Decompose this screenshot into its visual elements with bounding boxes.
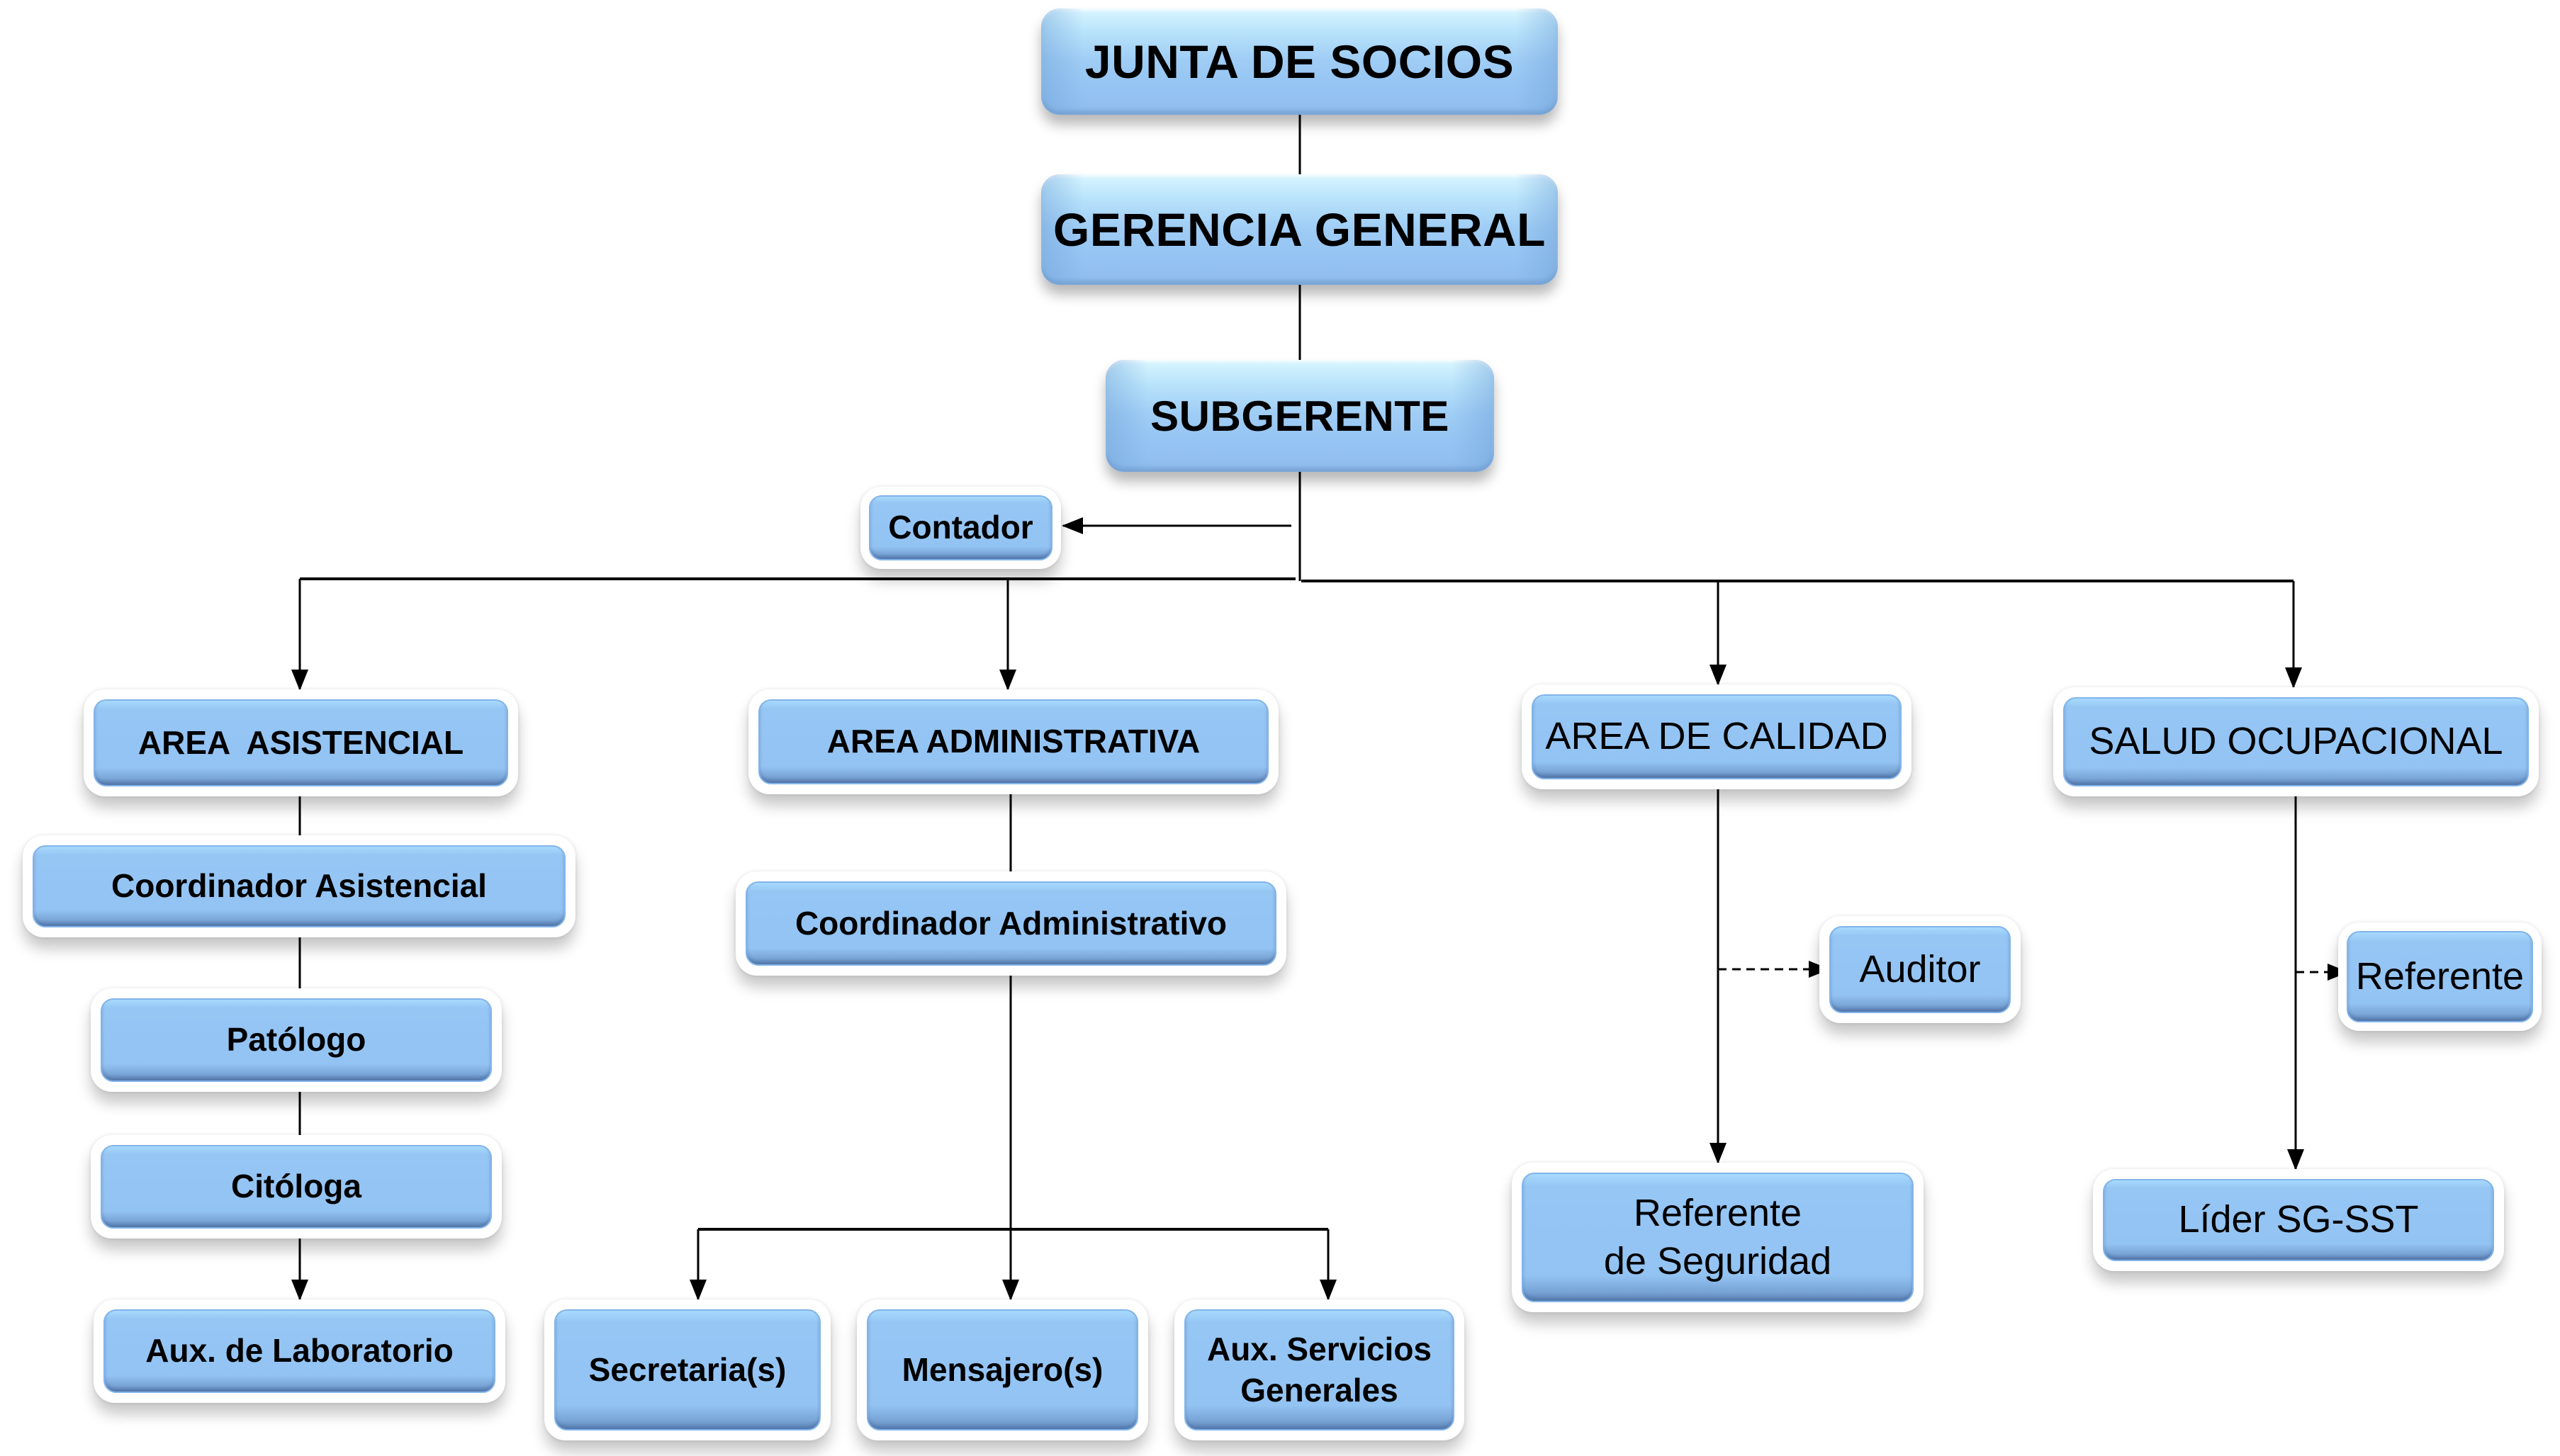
- node-label: Patólogo: [226, 1021, 366, 1059]
- node-label: Líder SG-SST: [2178, 1198, 2419, 1241]
- node-box: Aux. Servicios Generales: [1184, 1309, 1454, 1430]
- node-referente-de-seguridad[interactable]: Referente de Seguridad: [1512, 1163, 1924, 1312]
- node-box: Mensajero(s): [867, 1309, 1138, 1430]
- node-box: Líder SG-SST: [2103, 1179, 2494, 1261]
- node-area-asistencial[interactable]: AREA ASISTENCIAL: [84, 689, 518, 796]
- node-aux-servicios-generales[interactable]: Aux. Servicios Generales: [1174, 1299, 1464, 1440]
- node-box: Auditor: [1829, 926, 2011, 1013]
- node-label: Citóloga: [231, 1168, 361, 1205]
- node-box: Coordinador Administrativo: [746, 881, 1276, 966]
- node-box: Referente: [2347, 931, 2533, 1022]
- node-box: Coordinador Asistencial: [33, 845, 566, 927]
- node-label: AREA DE CALIDAD: [1545, 715, 1888, 758]
- node-mensajero[interactable]: Mensajero(s): [857, 1299, 1148, 1440]
- node-box: Contador: [869, 495, 1052, 560]
- node-label: Coordinador Asistencial: [111, 867, 487, 905]
- node-lider-sg-sst[interactable]: Líder SG-SST: [2093, 1169, 2504, 1271]
- node-label: GERENCIA GENERAL: [1053, 203, 1546, 256]
- node-label: Aux. de Laboratorio: [145, 1332, 454, 1370]
- node-gerencia-general[interactable]: GERENCIA GENERAL: [1041, 174, 1558, 285]
- node-patologo[interactable]: Patólogo: [91, 988, 502, 1092]
- node-contador[interactable]: Contador: [860, 487, 1061, 569]
- node-label: Referente: [2355, 954, 2525, 998]
- node-box: Citóloga: [101, 1145, 492, 1229]
- node-referente[interactable]: Referente: [2338, 922, 2542, 1031]
- node-coordinador-administrativo[interactable]: Coordinador Administrativo: [736, 871, 1286, 976]
- node-auditor[interactable]: Auditor: [1819, 916, 2021, 1023]
- node-label: Secretaria(s): [588, 1350, 787, 1388]
- node-area-de-calidad[interactable]: AREA DE CALIDAD: [1522, 684, 1911, 789]
- node-label: Mensajero(s): [902, 1350, 1104, 1388]
- node-label: AREA ADMINISTRATIVA: [826, 723, 1201, 760]
- node-citologa[interactable]: Citóloga: [91, 1135, 502, 1238]
- node-label-line1: Aux. Servicios: [1206, 1331, 1432, 1367]
- node-label: SUBGERENTE: [1150, 392, 1449, 440]
- node-box: AREA ASISTENCIAL: [94, 699, 508, 786]
- node-box: SALUD OCUPACIONAL: [2063, 697, 2529, 786]
- node-secretaria[interactable]: Secretaria(s): [544, 1299, 831, 1440]
- node-label: JUNTA DE SOCIOS: [1084, 35, 1515, 88]
- node-subgerente[interactable]: SUBGERENTE: [1106, 360, 1494, 472]
- node-salud-ocupacional[interactable]: SALUD OCUPACIONAL: [2053, 687, 2539, 796]
- node-label-line2: Generales: [1240, 1371, 1398, 1409]
- node-box: Referente de Seguridad: [1522, 1173, 1914, 1302]
- node-label: SALUD OCUPACIONAL: [2089, 720, 2503, 763]
- node-box: Patólogo: [101, 998, 492, 1082]
- node-label: Contador: [888, 509, 1033, 546]
- node-box: AREA DE CALIDAD: [1532, 694, 1902, 779]
- node-coordinador-asistencial[interactable]: Coordinador Asistencial: [23, 835, 576, 937]
- node-label: Auditor: [1859, 947, 1981, 991]
- node-box: Aux. de Laboratorio: [103, 1309, 495, 1393]
- node-label: AREA ASISTENCIAL: [137, 723, 464, 761]
- node-label-line1: Referente: [1633, 1192, 1802, 1234]
- node-box: AREA ADMINISTRATIVA: [758, 699, 1269, 784]
- node-aux-laboratorio[interactable]: Aux. de Laboratorio: [94, 1299, 505, 1403]
- node-area-administrativa[interactable]: AREA ADMINISTRATIVA: [748, 689, 1279, 794]
- node-junta-de-socios[interactable]: JUNTA DE SOCIOS: [1041, 9, 1558, 115]
- node-label-line2: de Seguridad: [1603, 1239, 1832, 1282]
- node-box: Secretaria(s): [554, 1309, 821, 1430]
- node-label: Coordinador Administrativo: [795, 904, 1228, 942]
